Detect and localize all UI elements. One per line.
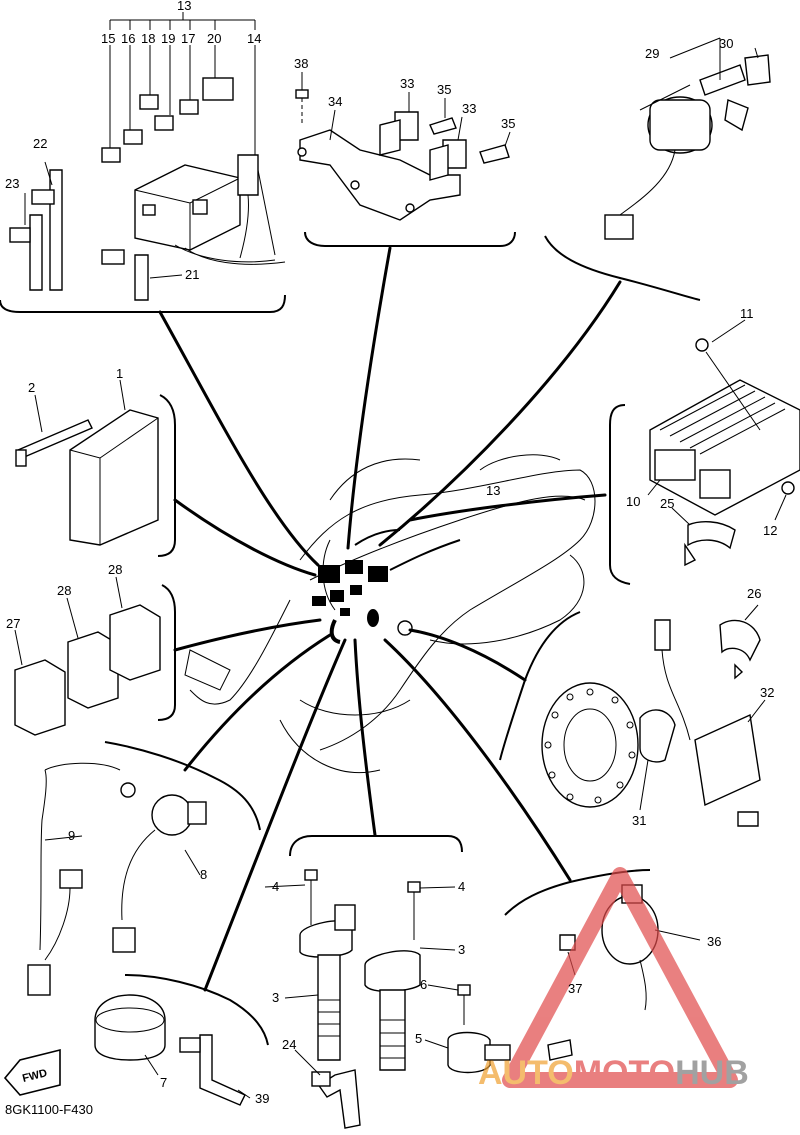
relay-group bbox=[14, 576, 161, 736]
fuse-box-group bbox=[9, 12, 286, 301]
callout-25: 25 bbox=[660, 496, 674, 511]
callout-28-a: 28 bbox=[57, 583, 71, 598]
callout-4-a: 4 bbox=[272, 879, 279, 894]
fwd-label: FWD bbox=[21, 1067, 48, 1085]
watermark-triangle bbox=[502, 867, 738, 1088]
callout-14: 14 bbox=[247, 31, 261, 46]
callout-labels: 13 15 16 18 19 17 20 14 22 23 21 38 34 3… bbox=[5, 0, 777, 1117]
callout-34: 34 bbox=[328, 94, 342, 109]
callout-35-b: 35 bbox=[501, 116, 515, 131]
svg-text:AUTOMOTOHUB: AUTOMOTOHUB bbox=[478, 1054, 749, 1092]
callout-7: 7 bbox=[160, 1075, 167, 1090]
wheel-sensor-group bbox=[541, 604, 766, 827]
callout-3-b: 3 bbox=[458, 942, 465, 957]
callout-6: 6 bbox=[420, 977, 427, 992]
callout-17: 17 bbox=[181, 31, 195, 46]
callout-22: 22 bbox=[33, 136, 47, 151]
callout-35-a: 35 bbox=[437, 82, 451, 97]
callout-15: 15 bbox=[101, 31, 115, 46]
callout-1: 1 bbox=[116, 366, 123, 381]
callout-9: 9 bbox=[68, 828, 75, 843]
main-harness-cluster bbox=[312, 529, 461, 644]
fwd-indicator: FWD bbox=[3, 1048, 61, 1096]
watermark-auto: AUTO bbox=[478, 1054, 574, 1092]
leader-lines bbox=[158, 246, 622, 992]
neutral-switch-group bbox=[94, 994, 251, 1106]
callout-26: 26 bbox=[747, 586, 761, 601]
group-brackets bbox=[0, 231, 701, 1046]
callout-37: 37 bbox=[568, 981, 582, 996]
callout-20: 20 bbox=[207, 31, 221, 46]
callout-28-b: 28 bbox=[108, 562, 122, 577]
main-switch-group bbox=[604, 37, 771, 240]
rectifier-group bbox=[647, 319, 800, 567]
callout-5: 5 bbox=[415, 1031, 422, 1046]
callout-23: 23 bbox=[5, 176, 19, 191]
drawing-code: 8GK1100-F430 bbox=[5, 1102, 93, 1117]
callout-10: 10 bbox=[626, 494, 640, 509]
callout-32: 32 bbox=[760, 685, 774, 700]
watermark: AUTOMOTOHUB bbox=[478, 867, 749, 1092]
callout-38: 38 bbox=[294, 56, 308, 71]
callout-33-a: 33 bbox=[400, 76, 414, 91]
callout-30: 30 bbox=[719, 36, 733, 51]
callout-2: 2 bbox=[28, 380, 35, 395]
ecu-group bbox=[15, 379, 159, 546]
callout-3-a: 3 bbox=[272, 990, 279, 1005]
callout-16: 16 bbox=[121, 31, 135, 46]
relay-bracket-group bbox=[295, 72, 511, 221]
ignition-coil-group bbox=[264, 869, 511, 1129]
callout-13-center: 13 bbox=[486, 483, 500, 498]
callout-33-b: 33 bbox=[462, 101, 476, 116]
callout-29: 29 bbox=[645, 46, 659, 61]
callout-12: 12 bbox=[763, 523, 777, 538]
watermark-hub: HUB bbox=[675, 1054, 749, 1092]
callout-8: 8 bbox=[200, 867, 207, 882]
callout-36: 36 bbox=[707, 934, 721, 949]
callout-13-top: 13 bbox=[177, 0, 191, 13]
callout-31: 31 bbox=[632, 813, 646, 828]
callout-27: 27 bbox=[6, 616, 20, 631]
callout-21: 21 bbox=[185, 267, 199, 282]
callout-18: 18 bbox=[141, 31, 155, 46]
callout-19: 19 bbox=[161, 31, 175, 46]
callout-24: 24 bbox=[282, 1037, 296, 1052]
watermark-moto: MOTO bbox=[574, 1054, 675, 1092]
callout-11: 11 bbox=[740, 306, 754, 321]
callout-4-b: 4 bbox=[458, 879, 465, 894]
callout-39: 39 bbox=[255, 1091, 269, 1106]
sensor-lead-group bbox=[27, 762, 207, 996]
